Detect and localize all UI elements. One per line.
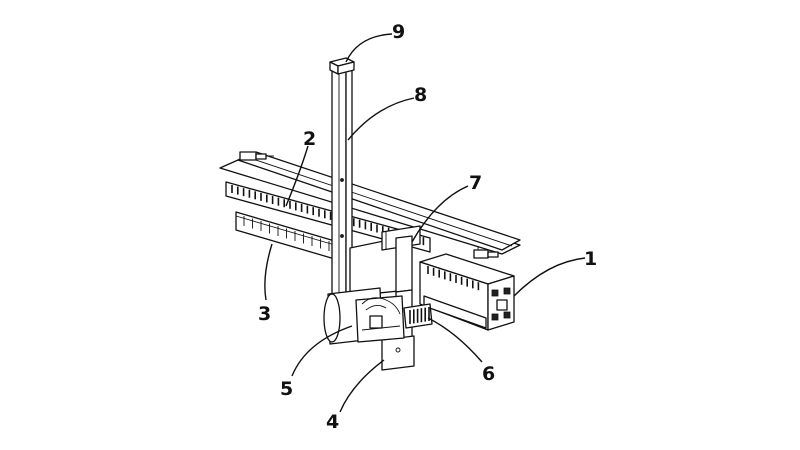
drive-gear <box>403 303 433 329</box>
leader-3 <box>264 243 273 301</box>
extruded-profile <box>419 253 515 331</box>
leader-5 <box>291 325 353 377</box>
callout-4: 4 <box>326 411 339 433</box>
leader-1 <box>513 257 586 297</box>
callout-6: 6 <box>482 363 495 385</box>
callout-3: 3 <box>258 303 271 325</box>
leader-9 <box>345 33 393 63</box>
column-top-cap <box>329 57 355 75</box>
leader-4 <box>339 359 385 413</box>
left-end-sensor <box>239 151 274 161</box>
callout-8: 8 <box>414 84 427 106</box>
leader-7 <box>411 185 469 243</box>
leader-6 <box>427 317 483 363</box>
leader-2 <box>285 145 309 207</box>
callout-2: 2 <box>303 128 316 150</box>
callout-5: 5 <box>280 378 293 400</box>
callout-9: 9 <box>392 21 405 43</box>
callout-numbers: 1 2 3 4 5 6 7 8 9 <box>258 21 597 433</box>
right-end-sensor <box>473 246 499 259</box>
carriage-bracket <box>349 225 421 297</box>
callout-1: 1 <box>584 248 597 270</box>
leader-8 <box>347 97 415 141</box>
vertical-column <box>331 61 353 305</box>
drive-motor <box>323 287 405 345</box>
leader-lines <box>264 33 586 413</box>
callout-7: 7 <box>469 172 482 194</box>
